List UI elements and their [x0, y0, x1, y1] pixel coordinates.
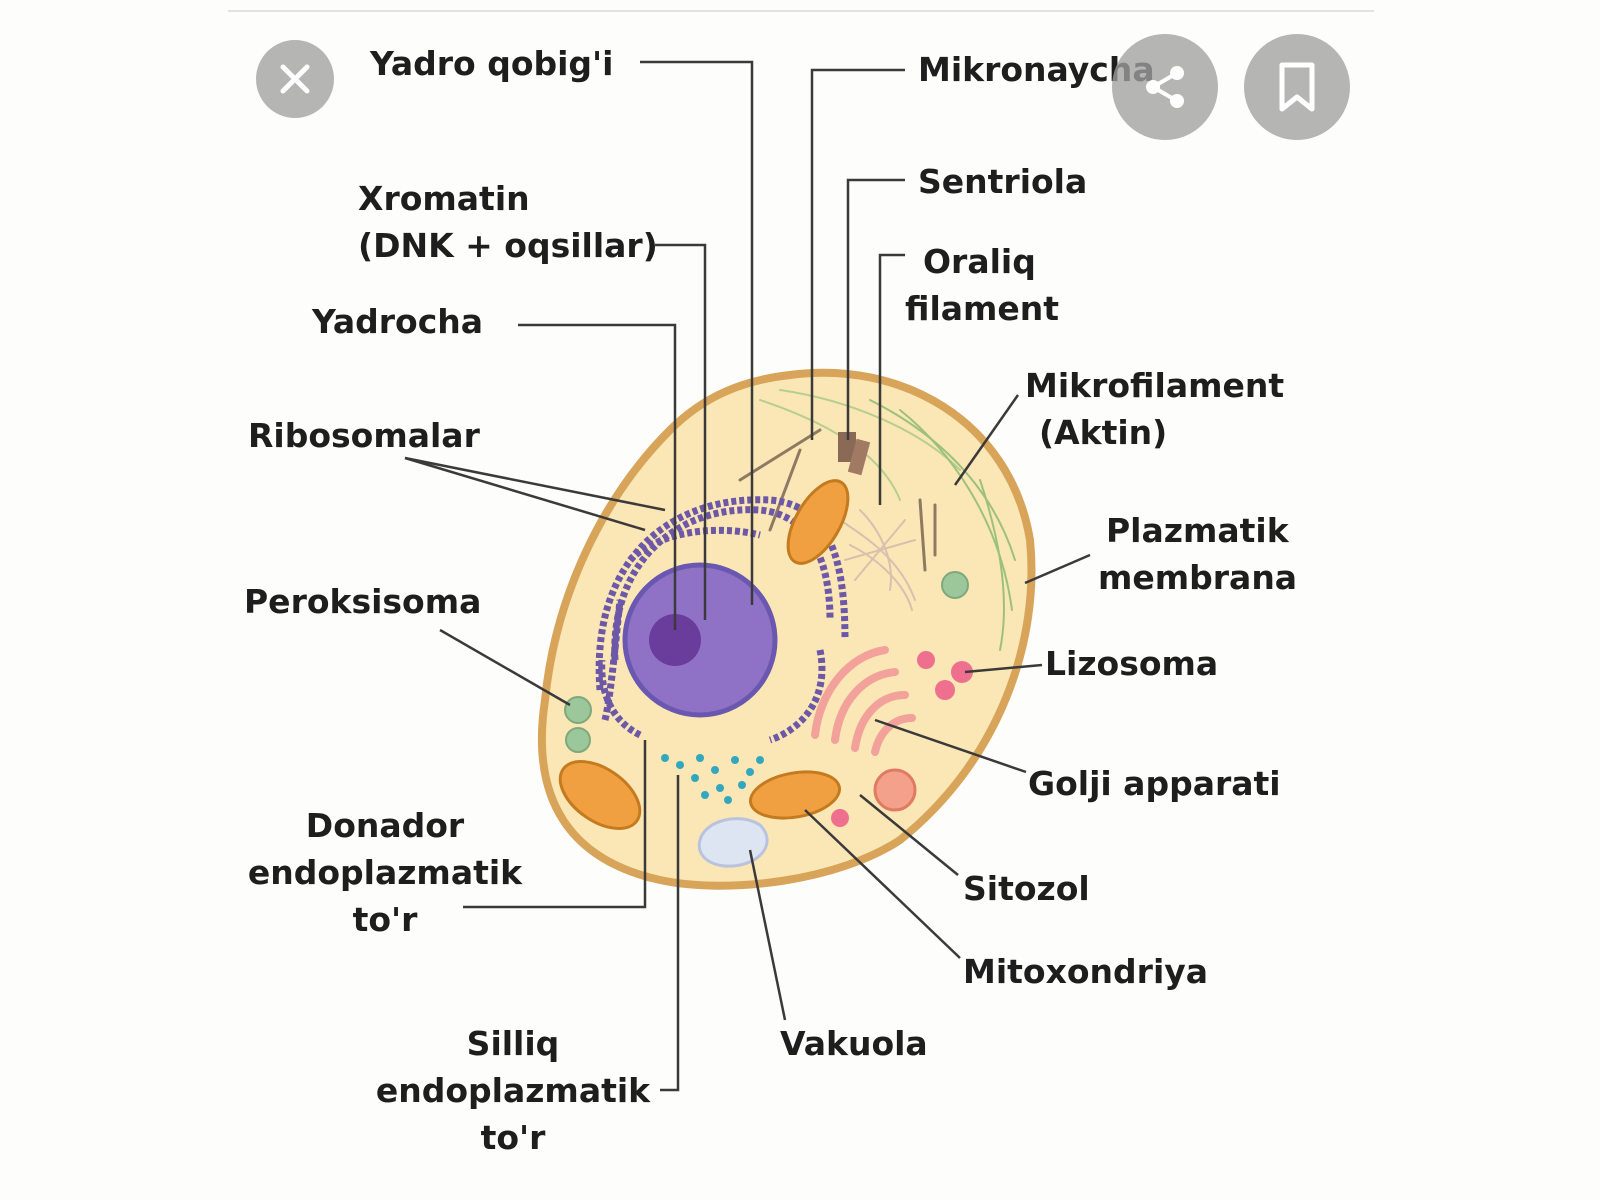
label-lysosome: Lizosoma	[1045, 644, 1219, 683]
leader-lines	[404, 60, 1091, 1092]
top-divider	[228, 10, 1374, 12]
label-ribosomes: Ribosomalar	[248, 416, 480, 455]
label-plasma-membrane-line-2: membrana	[1098, 558, 1298, 597]
label-smooth-er-line-3: to'r	[480, 1118, 546, 1157]
label-mitochondria: Mitoxondriya	[963, 952, 1209, 991]
bookmark-button[interactable]	[1244, 34, 1350, 140]
vesicle-shape	[873, 768, 917, 812]
label-rough-er: Donador endoplazmatik to'r	[240, 802, 530, 943]
smooth-er-shape	[661, 754, 764, 804]
golgi-shape	[811, 646, 916, 756]
label-golgi: Golji apparati	[1028, 764, 1281, 803]
label-rough-er-line-2: endoplazmatik	[247, 853, 523, 892]
peroxisome-shapes	[564, 571, 969, 753]
label-intermediate-filament: Oraliq filament	[905, 238, 1059, 332]
vacuole-shape	[697, 817, 769, 868]
rough-er-shape	[595, 496, 849, 744]
label-peroxisome: Peroksisoma	[244, 582, 482, 621]
mitochondria-shapes	[558, 479, 850, 830]
bookmark-icon	[1279, 62, 1315, 112]
label-chromatin: Xromatin (DNK + oqsillar)	[358, 175, 658, 269]
label-smooth-er-line-1: Silliq	[466, 1024, 560, 1063]
label-chromatin-line-2: (DNK + oqsillar)	[358, 226, 658, 265]
label-intermediate-line-1: Oraliq	[923, 242, 1036, 281]
label-chromatin-line-1: Xromatin	[358, 179, 530, 218]
label-vacuole: Vakuola	[780, 1024, 928, 1063]
label-cytosol: Sitozol	[963, 869, 1090, 908]
centriole-shape	[838, 432, 871, 476]
share-button[interactable]	[1112, 34, 1218, 140]
label-smooth-er: Silliq endoplazmatik to'r	[368, 1020, 658, 1161]
label-centriole: Sentriola	[918, 162, 1088, 201]
label-intermediate-line-2: filament	[905, 289, 1060, 328]
label-microfilament-line-2: (Aktin)	[1039, 413, 1168, 452]
label-rough-er-line-1: Donador	[305, 806, 465, 845]
label-plasma-membrane: Plazmatik membrana	[1098, 507, 1297, 601]
nucleolus-shape	[649, 614, 701, 666]
share-icon	[1146, 66, 1184, 108]
lysosome-shapes	[831, 651, 973, 827]
label-smooth-er-line-2: endoplazmatik	[375, 1071, 651, 1110]
label-plasma-membrane-line-1: Plazmatik	[1106, 511, 1289, 550]
close-button[interactable]	[256, 40, 334, 118]
label-rough-er-line-3: to'r	[352, 900, 418, 939]
close-icon	[280, 64, 310, 94]
label-nuclear-envelope: Yadro qobig'i	[370, 44, 614, 83]
label-microfilament: Mikrofilament (Aktin)	[1025, 362, 1284, 456]
label-nucleolus: Yadrocha	[312, 302, 484, 341]
label-microfilament-line-1: Mikrofilament	[1025, 366, 1285, 405]
